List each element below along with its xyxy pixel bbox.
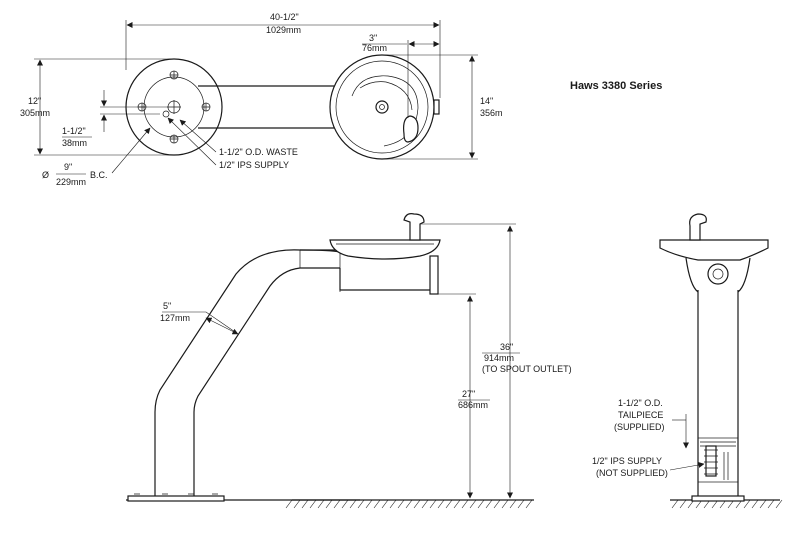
bowl-height-mm: 356m <box>480 108 503 118</box>
side-drain <box>707 263 729 285</box>
tailpiece-line3: (SUPPLIED) <box>614 422 665 432</box>
rim-height-mm: 686mm <box>458 400 488 410</box>
spout-height-in: 36" <box>500 342 513 352</box>
tailpiece-line1: 1-1/2" O.D. <box>618 398 663 408</box>
spout-offset-in: 3" <box>369 33 377 43</box>
base-height-in: 12" <box>28 96 41 106</box>
bolt-circle-in: 9" <box>64 162 72 172</box>
front-bubbler <box>403 213 425 241</box>
supply-opening <box>162 110 170 118</box>
overall-width-mm: 1029mm <box>266 25 301 35</box>
drain <box>375 100 389 114</box>
side-base-plate <box>691 495 745 502</box>
drawing-title: Haws 3380 Series <box>570 80 662 92</box>
bowl-inner <box>335 60 429 154</box>
pedestal-width-mm: 127mm <box>160 313 190 323</box>
front-bowl <box>329 239 441 260</box>
side-bowl <box>659 239 769 261</box>
tailpiece-line2: TAILPIECE <box>618 410 663 420</box>
plan-view: 40-1/2" 1029mm 3" 76mm 12" 305mm 14" 356… <box>20 12 503 187</box>
bowl-tab <box>433 99 440 115</box>
side-access-panel <box>697 437 739 483</box>
waste-callout: 1-1/2" O.D. WASTE <box>219 147 298 157</box>
supply-callout: 1/2" IPS SUPPLY <box>219 160 289 170</box>
bowl-height-in: 14" <box>480 96 493 106</box>
floor-hatch <box>285 499 533 509</box>
bolt-circle-mm: 229mm <box>56 177 86 187</box>
rim-height-in: 27" <box>462 389 475 399</box>
bolt-circle-prefix: Ø <box>42 170 49 180</box>
side-elevation: 1-1/2" O.D. TAILPIECE (SUPPLIED) 1/2" IP… <box>592 213 783 509</box>
front-base-plate <box>127 495 225 502</box>
side-supply-line2: (NOT SUPPLIED) <box>596 468 668 478</box>
bubbler <box>403 115 419 143</box>
waste-offset-mm: 38mm <box>62 138 87 148</box>
bowl <box>329 54 435 160</box>
front-bowl-tab <box>429 255 439 295</box>
drain-center <box>379 104 385 110</box>
side-supply-line1: 1/2" IPS SUPPLY <box>592 456 662 466</box>
spout-height-mm: 914mm <box>484 353 514 363</box>
side-column <box>697 290 739 496</box>
bolt-circle-suffix: B.C. <box>90 170 108 180</box>
pedestal-width-in: 5" <box>163 301 171 311</box>
pedestal <box>154 249 340 496</box>
overall-width-in: 40-1/2" <box>270 12 299 22</box>
waste-offset-in: 1-1/2" <box>62 126 86 136</box>
front-elevation: 5" 127mm 36" 914mm (TO SPOUT OUTLET) 27"… <box>126 213 572 509</box>
base-height-mm: 305mm <box>20 108 50 118</box>
side-bubbler <box>689 213 707 241</box>
spout-height-note: (TO SPOUT OUTLET) <box>482 364 572 374</box>
spout-offset-mm: 76mm <box>362 43 387 53</box>
arm-top <box>198 85 334 129</box>
